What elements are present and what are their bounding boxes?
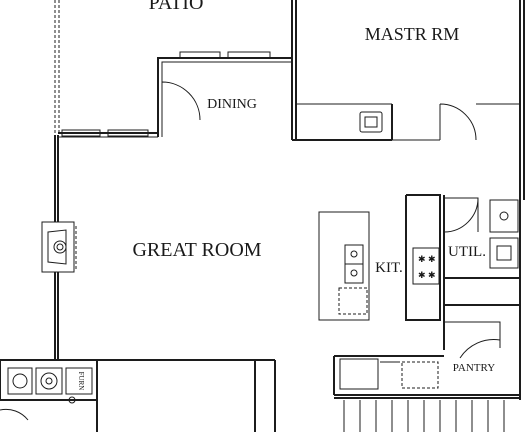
master-sink	[359, 111, 383, 133]
fixture-label-furnace: FURN	[77, 372, 85, 391]
window	[227, 51, 271, 59]
dining-door	[161, 81, 201, 121]
svg-text:✱: ✱	[418, 254, 426, 264]
window	[61, 129, 101, 137]
window	[107, 129, 149, 137]
kitchen-island	[318, 211, 370, 321]
furnace-icon	[65, 367, 93, 395]
room-label-patio: PATIO	[149, 0, 204, 14]
utility-room	[439, 195, 521, 400]
dryer-icon	[489, 237, 519, 269]
fireplace	[41, 221, 77, 273]
water-heater-icon	[7, 367, 33, 395]
room-label-master: MASTR RM	[365, 24, 460, 44]
room-label-dining: DINING	[207, 97, 257, 112]
room-label-utility: UTIL.	[448, 244, 486, 260]
window	[179, 51, 221, 59]
kitchen-counter: ✱ ✱ ✱ ✱	[405, 194, 441, 321]
room-label-great-room: GREAT ROOM	[132, 239, 261, 261]
room-label-kitchen: KIT.	[375, 260, 403, 276]
master-door	[439, 103, 477, 141]
patio-area	[54, 0, 293, 135]
pantry	[333, 305, 520, 396]
appliance-space	[401, 361, 439, 389]
svg-text:✱: ✱	[428, 270, 436, 280]
svg-text:✱: ✱	[428, 254, 436, 264]
stairs	[334, 397, 520, 432]
washer-icon	[489, 199, 519, 233]
counter	[339, 358, 379, 390]
room-label-pantry: PANTRY	[453, 362, 495, 374]
mechanical-room	[0, 359, 276, 432]
dishwasher-icon	[338, 287, 368, 315]
svg-text:✱: ✱	[418, 270, 426, 280]
